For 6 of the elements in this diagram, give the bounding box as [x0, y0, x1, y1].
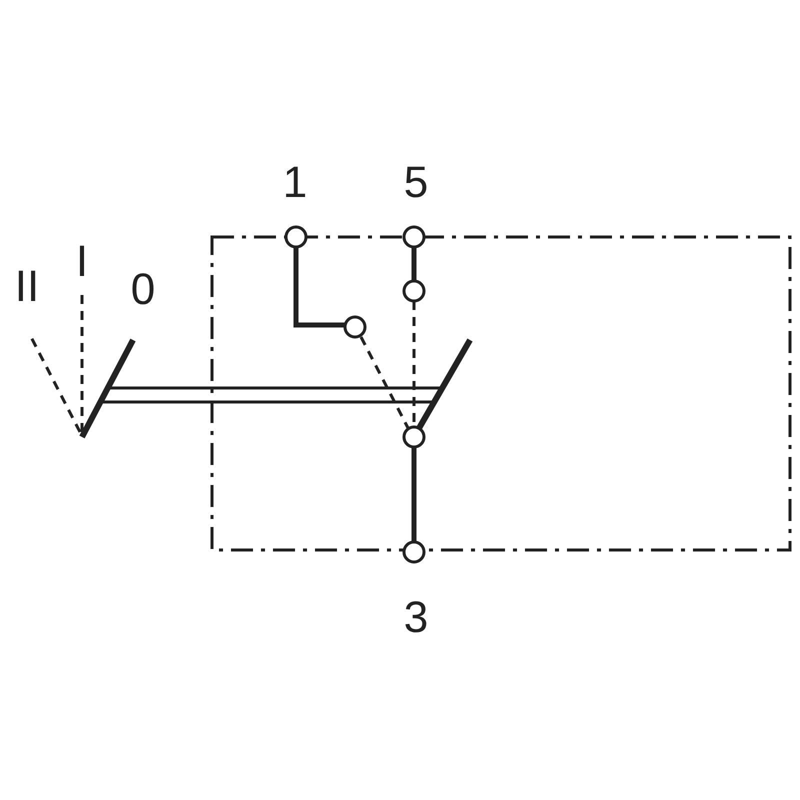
position-label: II	[14, 265, 40, 309]
position-label: I	[76, 240, 88, 284]
position-label: 0	[130, 268, 156, 312]
pin-number: 3	[404, 596, 428, 640]
pin-number: 5	[404, 161, 428, 205]
pin-number: 1	[282, 161, 308, 205]
